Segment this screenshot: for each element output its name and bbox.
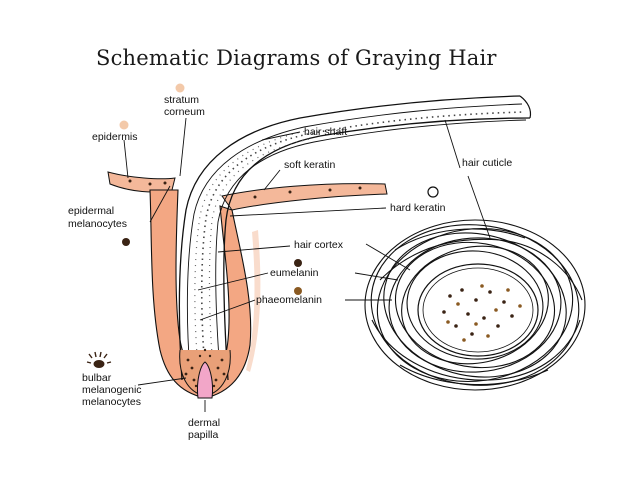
- label-stratum-corneum-1: stratum: [164, 94, 199, 106]
- hair-shaft-outer-right: [223, 117, 531, 381]
- label-hair-shaft: hair shaft: [304, 126, 347, 138]
- label-epidermal-melanocytes-2: melanocytes: [68, 218, 127, 230]
- phaeomelanin-marker-icon: [294, 287, 302, 295]
- stratum-corneum-marker-icon: [175, 83, 185, 93]
- label-epidermal-melanocytes-1: epidermal: [68, 205, 114, 217]
- cross-section-cortex: [417, 263, 539, 357]
- eumelanin-marker-icon: [294, 259, 302, 267]
- bulbar-melanocyte-cell-icon: [86, 351, 112, 368]
- hard-keratin-marker-icon: [427, 186, 439, 198]
- follicle-shading: [246, 230, 261, 372]
- label-bulbar-3: melanocytes: [82, 396, 141, 408]
- label-eumelanin: eumelanin: [270, 267, 319, 279]
- label-bulbar-2: melanogenic: [82, 384, 142, 396]
- bulb-melanin-dots: [184, 348, 226, 388]
- label-epidermis: epidermis: [92, 131, 138, 143]
- label-phaeomelanin: phaeomelanin: [256, 294, 322, 306]
- cross-section-melanin-dots: [442, 284, 522, 342]
- label-stratum-corneum-2: corneum: [164, 106, 205, 118]
- cross-section-inner: [422, 267, 534, 353]
- epidermis-marker-icon: [119, 120, 129, 130]
- label-hair-cuticle: hair cuticle: [462, 157, 512, 169]
- hair-tip: [519, 95, 532, 119]
- label-hard-keratin: hard keratin: [390, 202, 446, 214]
- hair-shaft-outer-left: [178, 95, 521, 381]
- label-dermal-papilla-1: dermal: [188, 417, 220, 429]
- dermal-papilla: [197, 361, 213, 399]
- epidermis-right: [221, 183, 388, 211]
- epidermal-melanocyte-dots: [128, 179, 362, 199]
- label-bulbar-1: bulbar: [82, 372, 112, 384]
- hair-cross-section: [364, 219, 586, 391]
- label-hair-cortex: hair cortex: [294, 239, 344, 251]
- hair-cortex-line-2: [215, 119, 527, 373]
- epidermal-melanocytes-marker-icon: [122, 238, 130, 246]
- diagram-title: Schematic Diagrams of Graying Hair: [96, 46, 497, 70]
- label-dermal-papilla-2: papilla: [188, 429, 219, 441]
- label-soft-keratin: soft keratin: [284, 159, 336, 171]
- hair-cortex-line-1: [186, 103, 523, 373]
- leader-lines: [123, 117, 491, 412]
